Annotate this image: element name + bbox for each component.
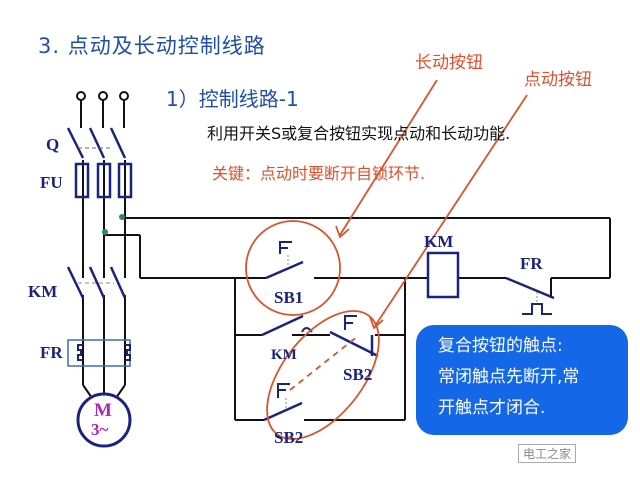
label-motor: M <box>94 400 112 421</box>
km-main-contacts <box>66 266 127 299</box>
section-subtitle: 1）控制线路-1 <box>166 87 299 111</box>
label-sb1: SB1 <box>274 288 304 307</box>
terminal-l3 <box>119 91 129 101</box>
note-line-3: 开触点才闭合. <box>438 398 546 418</box>
annotation-marks <box>245 79 528 440</box>
label-fu: FU <box>40 173 63 192</box>
switch-q <box>66 127 127 159</box>
jog-button-annotation: 点动按钮 <box>524 70 592 90</box>
note-line-2: 常闭触点先断开,常 <box>438 367 580 387</box>
watermark: 电工之家 <box>518 444 577 463</box>
terminal-l1 <box>76 91 86 101</box>
label-km-aux: KM <box>271 347 297 363</box>
sb2-no-contact <box>263 383 303 422</box>
label-sb2-bottom: SB2 <box>274 428 304 447</box>
label-motor-phase: 3~ <box>91 420 109 439</box>
sb2-highlight-ellipse <box>266 310 380 440</box>
page-title: 3. 点动及长动控制线路 <box>38 34 266 58</box>
arrow-head <box>335 225 350 239</box>
sb2-linkage <box>289 335 359 391</box>
fuses-fu <box>74 162 133 199</box>
terminal-l2 <box>98 91 108 101</box>
label-sb2-top: SB2 <box>343 365 373 384</box>
label-fr-main: FR <box>40 343 63 362</box>
label-km-main: KM <box>28 282 58 301</box>
label-fr-contact: FR <box>520 254 543 273</box>
compound-button-note: 复合按钮的触点: 常闭触点先断开,常 开触点才闭合. <box>416 325 628 435</box>
km-coil <box>426 251 460 299</box>
long-button-arrow <box>339 79 438 236</box>
sb1-contact <box>265 241 304 280</box>
long-button-annotation: 长动按钮 <box>415 53 483 73</box>
motor <box>76 392 132 448</box>
fr-nc-contact <box>505 276 555 315</box>
sb2-nc-contact <box>329 315 379 358</box>
note-line-1: 复合按钮的触点: <box>438 336 563 356</box>
arrow-head <box>369 316 384 330</box>
jog-button-arrow <box>374 94 528 327</box>
key-point: 关键：点动时要断开自锁环节. <box>212 164 426 183</box>
label-q: Q <box>46 135 60 154</box>
label-km-coil: KM <box>424 232 454 251</box>
description: 利用开关S或复合按钮实现点动和长动功能. <box>207 124 511 143</box>
fr-thermal-element <box>67 339 131 367</box>
km-aux-contact <box>261 314 313 337</box>
junction-dots <box>102 214 125 235</box>
sb1-highlight-circle <box>245 220 341 316</box>
